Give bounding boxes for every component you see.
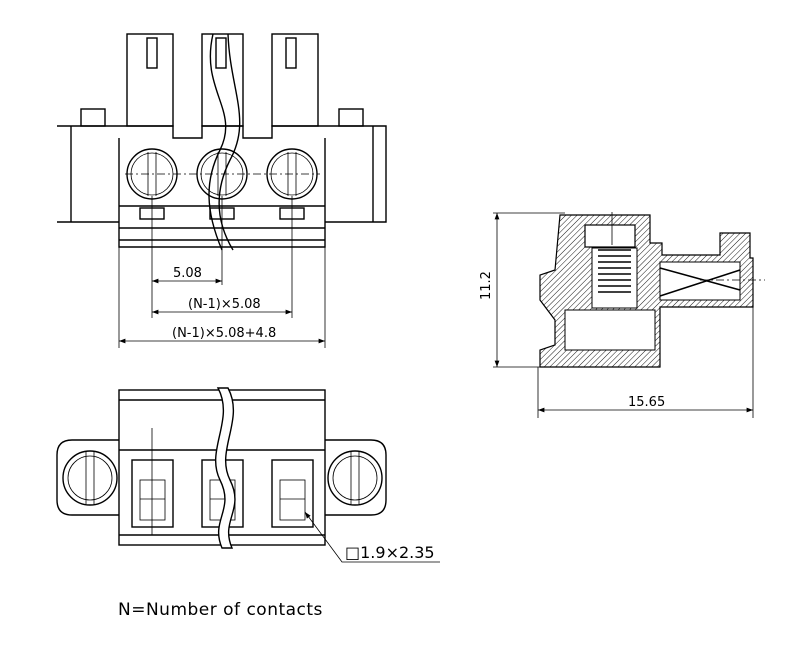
plug-tab <box>201 33 244 127</box>
plug-tab <box>271 33 319 127</box>
screw-icon <box>327 450 383 506</box>
dim-height: 11.2 <box>479 271 494 300</box>
dim-pitch: 5.08 <box>173 266 202 281</box>
wire <box>215 387 236 549</box>
bottom-view: □1.9×2.35 <box>56 387 440 563</box>
plug-tab <box>126 33 174 127</box>
wire <box>208 33 227 251</box>
screw-row <box>125 148 320 200</box>
side-view: 11.2 15.65 <box>479 212 765 418</box>
dim-overall: (N-1)×5.08+4.8 <box>172 326 276 341</box>
dim-opening: □1.9×2.35 <box>345 543 435 562</box>
dim-depth: 15.65 <box>628 395 665 410</box>
dim-pitch-total: (N-1)×5.08 <box>188 297 261 312</box>
wire-openings <box>131 459 314 528</box>
front-view: 5.08 (N-1)×5.08 (N-1)×5.08+4.8 <box>57 33 387 348</box>
footnote: N=Number of contacts <box>118 600 323 620</box>
screw-icon <box>62 450 118 506</box>
